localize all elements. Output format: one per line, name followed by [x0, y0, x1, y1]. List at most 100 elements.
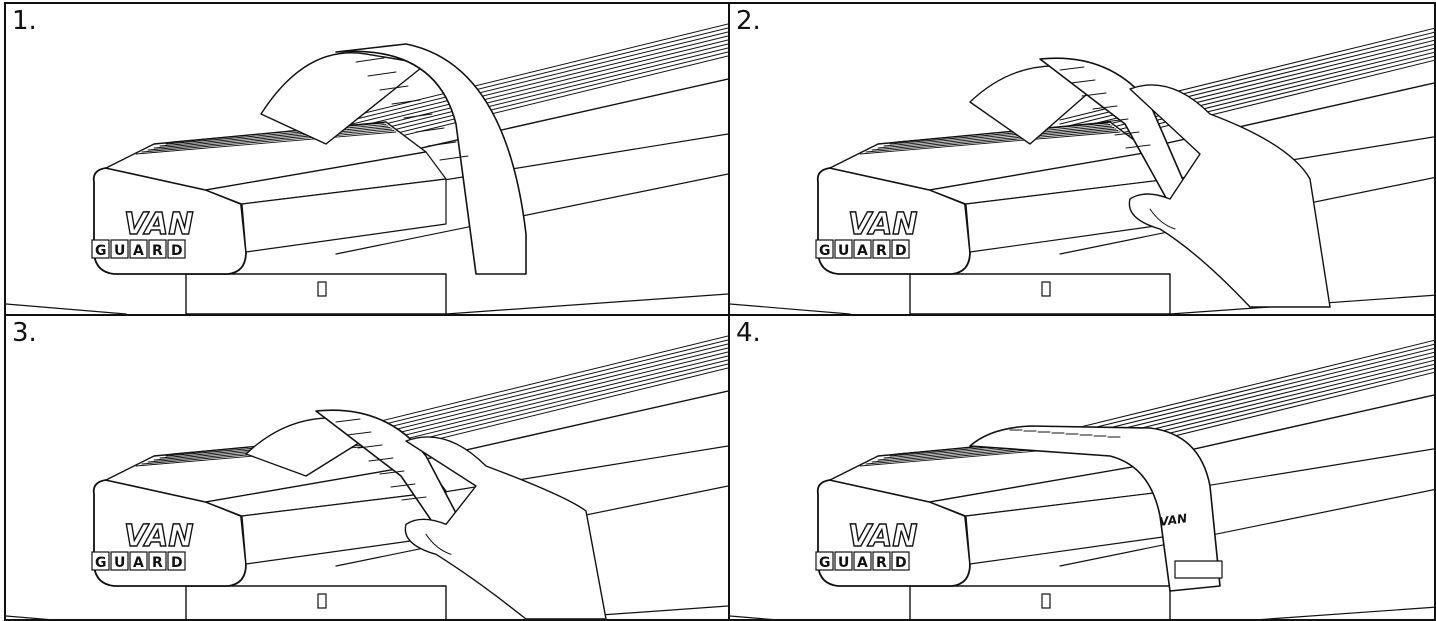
- bar-top-rib: [159, 125, 389, 147]
- logo-guard-box: [110, 551, 129, 571]
- step-number: 4.: [736, 318, 761, 348]
- clip-rib: [390, 483, 416, 488]
- logo-guard-box: [129, 551, 148, 571]
- logo-guard-letter: D: [171, 555, 183, 571]
- bar-top-rib: [165, 124, 387, 145]
- logo-guard-letter: R: [876, 555, 887, 571]
- clip-rib: [346, 431, 372, 436]
- logo-guard-box: [834, 551, 853, 571]
- clip-rib: [1103, 118, 1129, 123]
- foot-pillar: [909, 273, 1171, 314]
- bar-rib-line: [1059, 51, 1434, 145]
- logo-guard-box: [167, 551, 186, 571]
- bar-top-rib: [877, 127, 1115, 149]
- clip-logo-text: VAN: [1158, 511, 1187, 529]
- logo-guard-letter: A: [857, 555, 868, 571]
- logo-guard-letter: D: [895, 243, 907, 259]
- bar-rib-line: [1059, 347, 1434, 441]
- bar-top-rib: [859, 131, 1121, 155]
- logo-guard-letter: R: [152, 243, 163, 259]
- finger-line: [425, 533, 452, 555]
- clip-latch: [1174, 560, 1223, 579]
- step-number: 3.: [12, 318, 37, 348]
- clip-rib: [439, 155, 469, 161]
- logo-guard-letter: U: [114, 243, 125, 259]
- bar-top-rib: [135, 131, 397, 155]
- lock-slot: [1041, 593, 1051, 609]
- lock-slot: [317, 593, 327, 609]
- finger-line: [1149, 208, 1176, 230]
- logo-guard-box: [129, 239, 148, 259]
- roof-line: [730, 615, 774, 619]
- logo-van-text: VAN: [848, 207, 918, 242]
- bar-rib-line: [335, 43, 728, 141]
- bar-rib-line: [335, 31, 728, 129]
- bar-rib-line: [335, 47, 728, 145]
- bar-edge-line: [1059, 489, 1434, 567]
- logo-van-text: VAN: [848, 519, 918, 554]
- logo-guard-letter: U: [838, 243, 849, 259]
- lock-slot: [1041, 281, 1051, 297]
- roof-line: [1260, 606, 1434, 619]
- clip-rib: [368, 457, 394, 462]
- logo-guard-box: [91, 239, 110, 259]
- step-number: 1.: [12, 6, 37, 36]
- logo-guard-box: [891, 239, 910, 259]
- foot-pillar: [185, 273, 447, 314]
- clip-rib: [1092, 105, 1118, 110]
- roof-line: [730, 303, 851, 314]
- logo-guard-box: [91, 551, 110, 571]
- load-clip: VAN: [969, 425, 1223, 592]
- logo-guard-letter: U: [838, 555, 849, 571]
- clip-rib: [1059, 66, 1085, 71]
- lock-slot: [317, 281, 327, 297]
- logo-guard-box: [853, 551, 872, 571]
- bar-top-rib: [889, 124, 1111, 145]
- bar-rib-line: [335, 27, 728, 125]
- clip-rib: [391, 99, 421, 105]
- bar-rib-line: [1059, 343, 1434, 437]
- bar-top: [829, 121, 1151, 191]
- clip-rib: [335, 418, 361, 423]
- hand: [404, 436, 607, 619]
- logo-guard-box: [148, 239, 167, 259]
- logo-guard-box: [148, 551, 167, 571]
- clip-rib: [379, 85, 409, 91]
- logo-guard-box: [110, 239, 129, 259]
- bar-edge-line: [335, 173, 728, 255]
- logo-guard-letter: D: [895, 555, 907, 571]
- clip-arm: [335, 43, 527, 275]
- logo-guard-box: [872, 239, 891, 259]
- logo-guard-letter: G: [95, 243, 107, 259]
- bar-rib-line: [1059, 55, 1434, 149]
- logo-guard-box: [167, 239, 186, 259]
- clip-rib: [415, 127, 445, 133]
- bar-top-rib: [141, 130, 395, 153]
- logo-guard-box: [853, 239, 872, 259]
- logo-guard-box: [815, 551, 834, 571]
- logo-guard-letter: G: [819, 243, 831, 259]
- logo-guard-letter: R: [876, 243, 887, 259]
- load-clip: [245, 409, 607, 619]
- bar-top-rib: [883, 125, 1113, 147]
- clip-rib: [357, 444, 383, 449]
- step-number: 2.: [736, 6, 761, 36]
- bar-rib-line: [335, 51, 728, 149]
- logo-guard-box: [891, 551, 910, 571]
- clip-rib: [403, 113, 433, 119]
- foot-pillar: [185, 585, 447, 619]
- logo-guard-letter: G: [95, 555, 107, 571]
